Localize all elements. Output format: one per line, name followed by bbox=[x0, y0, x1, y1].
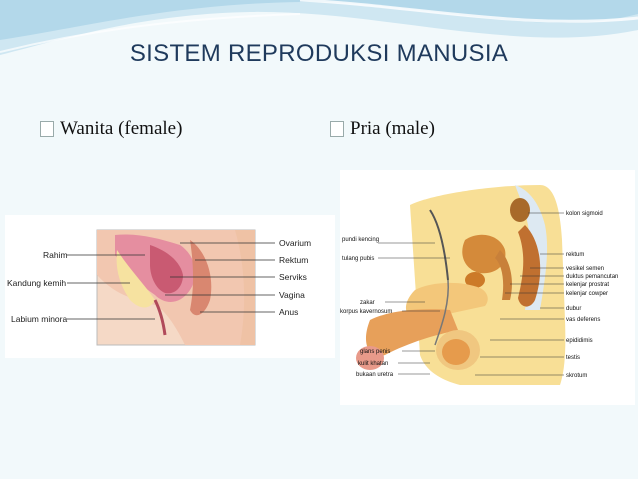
label-rektum: Rektum bbox=[279, 255, 308, 265]
label-kolon-sigmoid: kolon sigmoid bbox=[566, 211, 603, 217]
label-dubur: dubur bbox=[566, 306, 581, 312]
label-bukaan-uretra: bukaan uretra bbox=[356, 372, 394, 378]
label-ovarium: Ovarium bbox=[279, 238, 311, 248]
label-skrotum: skrotum bbox=[566, 373, 587, 379]
bullet-female: Wanita (female) bbox=[40, 118, 182, 140]
label-vesikel-semen: vesikel semen bbox=[566, 266, 604, 272]
label-pundi-kencing: pundi kencing bbox=[342, 237, 379, 243]
bullet-male: Pria (male) bbox=[330, 118, 435, 140]
bullet-icon bbox=[40, 121, 54, 137]
female-anatomy-figure: Rahim Kandung kemih Labium minora Ovariu… bbox=[5, 215, 335, 358]
label-zakar: zakar bbox=[360, 300, 375, 306]
label-rahim: Rahim bbox=[43, 250, 68, 260]
slide-title: SISTEM REPRODUKSI MANUSIA bbox=[129, 40, 509, 67]
male-anatomy-figure: pundi kencing tulang pubis zakar korpus … bbox=[340, 170, 635, 405]
label-kulit-khatan: kulit khatan bbox=[358, 361, 388, 367]
label-glans-penis: glans penis bbox=[360, 349, 390, 355]
label-anus: Anus bbox=[279, 307, 298, 317]
label-kelenjar-cowper: kelenjar cowper bbox=[566, 291, 608, 297]
label-tulang-pubis: tulang pubis bbox=[342, 256, 374, 262]
label-vagina: Vagina bbox=[279, 290, 305, 300]
label-kelenjar-prostrat: kelenjar prostrat bbox=[566, 282, 609, 288]
label-kandung-kemih: Kandung kemih bbox=[7, 278, 66, 288]
label-testis: testis bbox=[566, 355, 580, 361]
label-serviks: Serviks bbox=[279, 272, 307, 282]
label-epididimis: epididimis bbox=[566, 338, 593, 344]
label-duktus-pemancutan: duktus pemancutan bbox=[566, 274, 618, 280]
bullet-male-label: Pria (male) bbox=[350, 118, 435, 139]
label-rektum: rektum bbox=[566, 252, 584, 258]
label-labium-minora: Labium minora bbox=[11, 314, 67, 324]
label-korpus-kavernosum: korpus kavernosum bbox=[340, 309, 392, 315]
bullet-female-label: Wanita (female) bbox=[60, 118, 183, 139]
label-vas-deferens: vas deferens bbox=[566, 317, 600, 323]
bullet-icon bbox=[330, 121, 344, 137]
